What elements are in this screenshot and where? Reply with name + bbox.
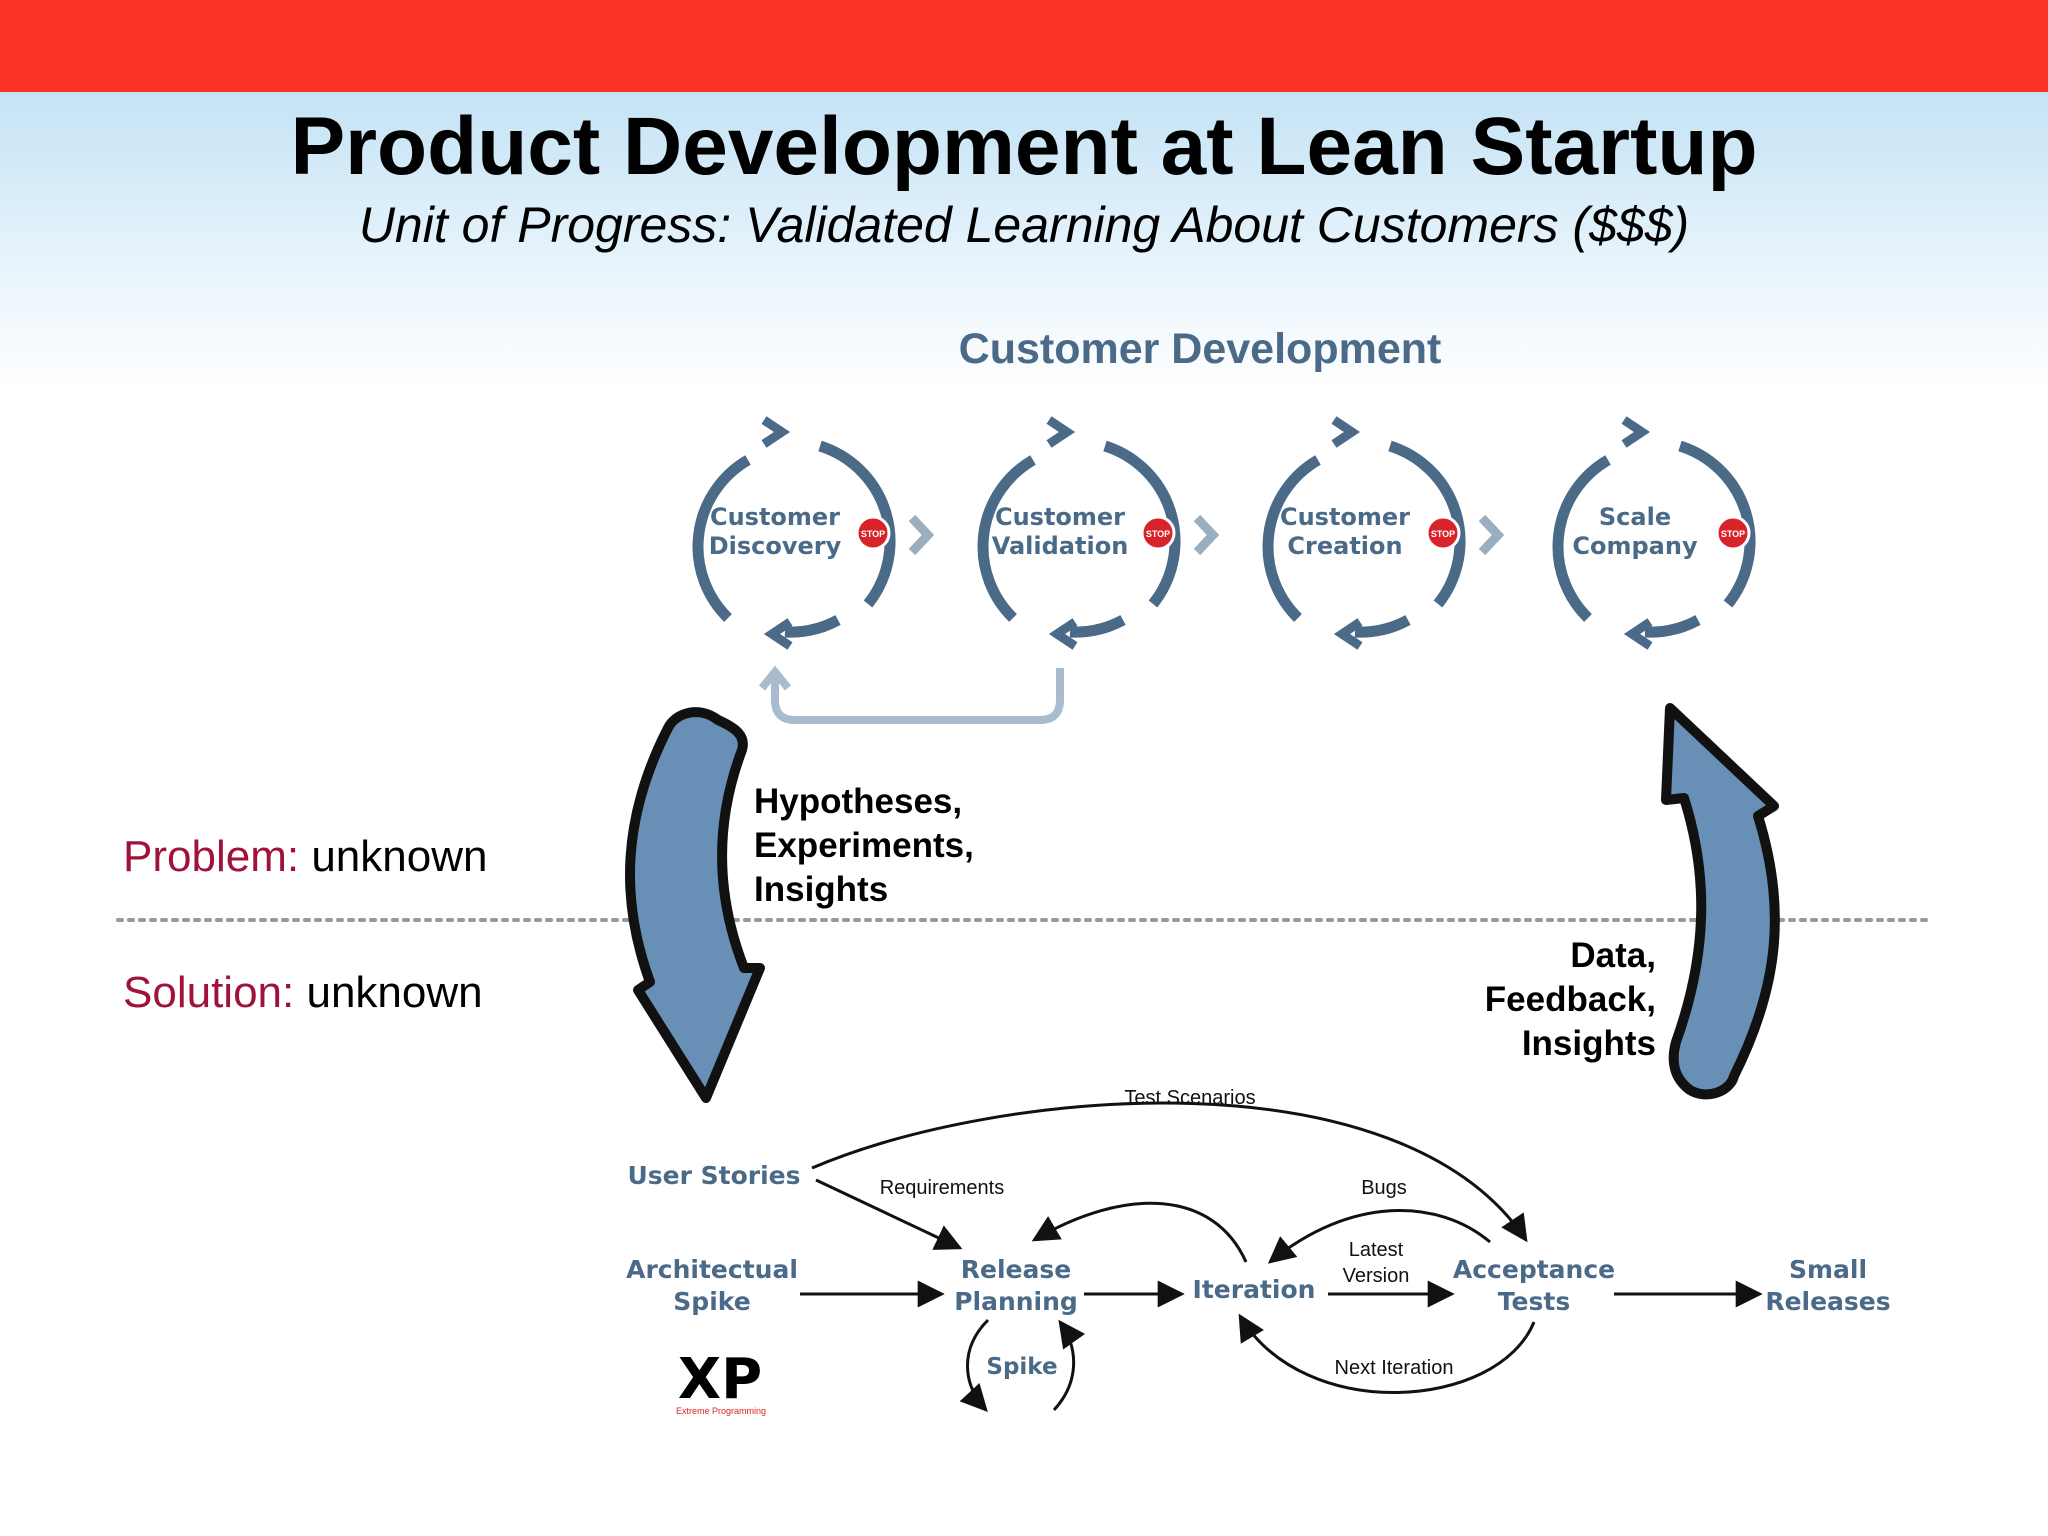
cd-ring-arc [1069, 615, 1126, 638]
xp-edge-label-next-iteration: Next Iteration [1335, 1357, 1454, 1379]
cd-step-chevron-icon [1193, 514, 1220, 556]
xp-node-architectual-line1: Architectual [626, 1255, 798, 1284]
cd-stage-label-line1: Scale [1599, 503, 1671, 531]
xp-logo-text: XP [678, 1347, 762, 1412]
cd-ring-arc [784, 615, 841, 638]
cd-ring-chevron [1046, 416, 1076, 448]
cd-step-chevron-icon [1478, 514, 1505, 556]
xp-edge-bugs [1267, 1208, 1491, 1264]
solution-label: Solution: unknown [123, 968, 483, 1018]
header-red-bar [0, 0, 2048, 92]
xp-logo: XP Extreme Programming [670, 1347, 778, 1416]
cd-stage-label-line1: Customer [710, 503, 840, 531]
xp-edge-next-iteration [1238, 1313, 1536, 1394]
cd-ring-chevron [761, 416, 791, 448]
problem-key: Problem: [123, 832, 300, 881]
cd-stage-label-line2: Discovery [709, 532, 842, 560]
cd-stage-creation: STOP Customer Creation [1262, 416, 1466, 650]
cd-stage-scale: STOP Scale Company [1552, 416, 1756, 650]
cd-ring-arc [1678, 440, 1756, 608]
cd-stage-discovery: STOP Customer Discovery [692, 416, 896, 650]
xp-node-iteration: Iteration [1193, 1275, 1316, 1304]
xp-edge-label-latest-2: Version [1343, 1265, 1410, 1287]
xp-node-release-line1: Release [961, 1255, 1071, 1284]
callout-down-line: Insights [754, 870, 889, 909]
cd-step-chevron-icon [908, 514, 935, 556]
stop-sign-text: STOP [1146, 529, 1170, 539]
cd-stage-validation: STOP Customer Validation [977, 416, 1181, 650]
xp-node-release-line2: Planning [954, 1287, 1078, 1316]
xp-edge-label-bugs: Bugs [1361, 1177, 1407, 1199]
callout-up-line: Insights [1521, 1024, 1656, 1063]
callout-data-feedback: Data, Feedback, Insights [1300, 934, 1656, 1066]
xp-edge-label-latest-1: Latest [1349, 1239, 1404, 1261]
problem-label: Problem: unknown [123, 832, 487, 882]
stop-sign-icon [1715, 515, 1751, 551]
cd-ring-arc [692, 455, 751, 622]
cd-ring-arc [1644, 615, 1701, 638]
callout-up-line: Feedback, [1484, 980, 1656, 1019]
customer-development-title: Customer Development [958, 325, 1442, 373]
xp-edge-label-test-scenarios: Test Scenarios [1124, 1087, 1255, 1109]
cd-ring-arc [1388, 440, 1466, 608]
xp-diagram: User Stories Architectual Spike Release … [626, 1087, 1891, 1416]
xp-logo-bg [670, 1350, 778, 1400]
solution-value: unknown [306, 968, 483, 1017]
xp-edge-spike-right [1052, 1319, 1086, 1412]
stop-sign-text: STOP [1431, 529, 1455, 539]
xp-edge-test-scenarios [811, 1101, 1528, 1243]
cd-ring-arc [1262, 455, 1321, 622]
up-arrow [1661, 703, 1780, 1100]
xp-edge-spike-left [959, 1318, 990, 1412]
solution-key: Solution: [123, 968, 295, 1017]
header-gradient [0, 92, 2048, 392]
xp-node-small-line1: Small [1789, 1255, 1867, 1284]
callout-hypotheses: Hypotheses, Experiments, Insights [754, 780, 974, 912]
callout-down-line: Experiments, [754, 826, 974, 865]
cd-ring-arc [1552, 455, 1611, 622]
slide-title: Product Development at Lean Startup [290, 101, 1758, 192]
stop-sign-text: STOP [861, 529, 885, 539]
problem-value: unknown [311, 832, 488, 881]
cd-stage-label-line1: Customer [995, 503, 1125, 531]
cd-stage-label-line1: Customer [1280, 503, 1410, 531]
xp-node-architectual-line2: Spike [673, 1287, 750, 1316]
cd-ring-arc [1103, 440, 1181, 608]
slide-subtitle: Unit of Progress: Validated Learning Abo… [358, 197, 1690, 253]
cd-stage-label-line2: Company [1572, 532, 1698, 560]
xp-edge-iteration-to-release [1031, 1201, 1248, 1263]
cd-feedback-arrowhead-icon [758, 665, 792, 691]
xp-node-small-line2: Releases [1765, 1287, 1890, 1316]
xp-node-acceptance-line1: Acceptance [1453, 1255, 1615, 1284]
cd-stage-label-line2: Validation [992, 532, 1129, 560]
stop-sign-icon [1140, 515, 1176, 551]
xp-node-acceptance-line2: Tests [1498, 1287, 1570, 1316]
stop-sign-icon [855, 515, 891, 551]
xp-edge-requirements [815, 1178, 963, 1250]
cd-ring-arc [977, 455, 1036, 622]
cd-ring-chevron [1623, 618, 1653, 650]
xp-logo-caption: Extreme Programming [676, 1406, 766, 1416]
xp-node-user-stories: User Stories [627, 1161, 800, 1190]
cd-feedback-loop [771, 668, 1064, 724]
cd-ring-chevron [1048, 618, 1078, 650]
callout-up-line: Data, [1570, 936, 1656, 975]
cd-ring-arc [1354, 615, 1411, 638]
xp-node-spike: Spike [986, 1354, 1057, 1380]
cd-stage-label-line2: Creation [1287, 532, 1402, 560]
cd-ring-chevron [1333, 618, 1363, 650]
stop-sign-text: STOP [1721, 529, 1745, 539]
callout-down-line: Hypotheses, [754, 782, 963, 821]
cd-ring-chevron [1331, 416, 1361, 448]
cd-ring-chevron [763, 618, 793, 650]
cd-ring-chevron [1621, 416, 1651, 448]
cd-ring-arc [818, 440, 896, 608]
xp-edge-label-requirements: Requirements [880, 1177, 1005, 1199]
stop-sign-icon [1425, 515, 1461, 551]
down-arrow [625, 707, 765, 1103]
